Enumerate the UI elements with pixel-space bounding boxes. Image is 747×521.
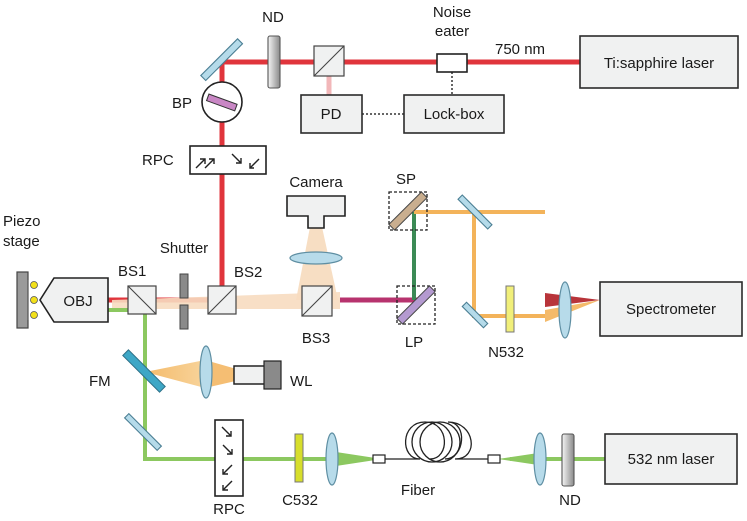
green-laser-label: 532 nm laser — [628, 451, 715, 468]
green-laser-box — [604, 433, 738, 485]
lock-box — [403, 94, 505, 134]
spectrometer-box — [599, 281, 743, 337]
pickoff-beamsplitter-diagonal — [313, 45, 345, 77]
photodiode-label: PD — [321, 106, 342, 123]
bs2-label: BS2 — [234, 264, 262, 281]
white-light-source-head — [263, 360, 282, 390]
lock-box-label: Lock-box — [424, 106, 485, 123]
rpc-top-box — [189, 145, 267, 175]
bs1-label: BS1 — [118, 263, 146, 280]
rpc-bottom-arrows — [221, 426, 233, 491]
fiber-coil — [385, 421, 488, 463]
flip-mirror-label: FM — [89, 373, 111, 390]
n532-filter — [505, 285, 515, 333]
piezo-stage-label-line1: Piezo — [3, 213, 41, 230]
nd-filter-bottom — [561, 433, 575, 487]
green-beam-fiber-out — [336, 452, 382, 466]
shutter-blade-top — [179, 273, 189, 299]
rpc-top-arrows — [195, 153, 260, 169]
sp-filter-label: SP — [396, 171, 416, 188]
green-beam-fiber-in — [498, 452, 545, 466]
white-light-to-source — [205, 360, 240, 388]
white-light-lens — [199, 345, 213, 399]
sp-filter — [388, 191, 428, 231]
nd-filter-top-label: ND — [262, 9, 284, 26]
bs1-diagonal — [127, 285, 157, 315]
sp-filter-frame — [388, 191, 428, 231]
fiber-output-lens — [325, 432, 339, 486]
mirror-top-left — [200, 38, 244, 82]
sample-dot-2 — [30, 296, 38, 304]
nd-filter-bottom-label: ND — [559, 492, 581, 509]
sample-dot-1 — [30, 281, 38, 289]
mirror-orange-bottom — [461, 301, 489, 329]
white-light-fan — [145, 360, 205, 388]
white-light-source-body — [233, 365, 267, 385]
noise-eater-label-line2: eater — [435, 23, 469, 40]
bs3-diagonal — [301, 285, 333, 317]
shutter-blade-bottom — [179, 304, 189, 330]
photodiode-box — [300, 94, 363, 134]
mirror-orange-top — [457, 194, 493, 230]
bs2-diagonal — [207, 285, 237, 315]
lp-filter-frame — [396, 285, 436, 325]
fiber-connector-right — [487, 454, 501, 464]
rpc-top-label: RPC — [142, 152, 174, 169]
fiber-label: Fiber — [401, 482, 435, 499]
spectrometer-lens — [558, 281, 572, 339]
bs3-label: BS3 — [302, 330, 330, 347]
lp-filter — [396, 285, 436, 325]
camera-label: Camera — [289, 174, 343, 191]
ti-sapphire-laser-label: Ti:sapphire laser — [604, 55, 714, 72]
camera — [286, 195, 346, 229]
spectrometer-label: Spectrometer — [626, 301, 716, 318]
nd-filter-top — [267, 35, 281, 89]
fiber-connector-left — [372, 454, 386, 464]
piezo-stage-plate — [16, 271, 29, 329]
shutter-label: Shutter — [160, 240, 208, 257]
laser-coupling-lens — [533, 432, 547, 486]
c532-filter-label: C532 — [282, 492, 318, 509]
bp-filter-label: BP — [172, 95, 192, 112]
flip-mirror — [122, 349, 166, 393]
camera-lens — [289, 251, 343, 265]
lp-filter-label: LP — [405, 334, 423, 351]
white-light-label: WL — [290, 373, 313, 390]
rpc-bottom-label: RPC — [213, 501, 245, 518]
signal-beam-focus — [545, 293, 600, 307]
wavelength-750-label: 750 nm — [495, 41, 545, 58]
c532-filter — [294, 433, 304, 483]
noise-eater-box — [436, 53, 468, 73]
objective — [39, 277, 109, 323]
piezo-stage-label-line2: stage — [3, 233, 40, 250]
objective-label: OBJ — [63, 293, 92, 310]
bp-filter — [205, 93, 238, 112]
sample-dot-3 — [30, 311, 38, 319]
mirror-bottom-left — [123, 412, 163, 452]
ti-sapphire-laser-box — [579, 35, 739, 89]
n532-filter-label: N532 — [488, 344, 524, 361]
noise-eater-label-line1: Noise — [433, 4, 471, 21]
